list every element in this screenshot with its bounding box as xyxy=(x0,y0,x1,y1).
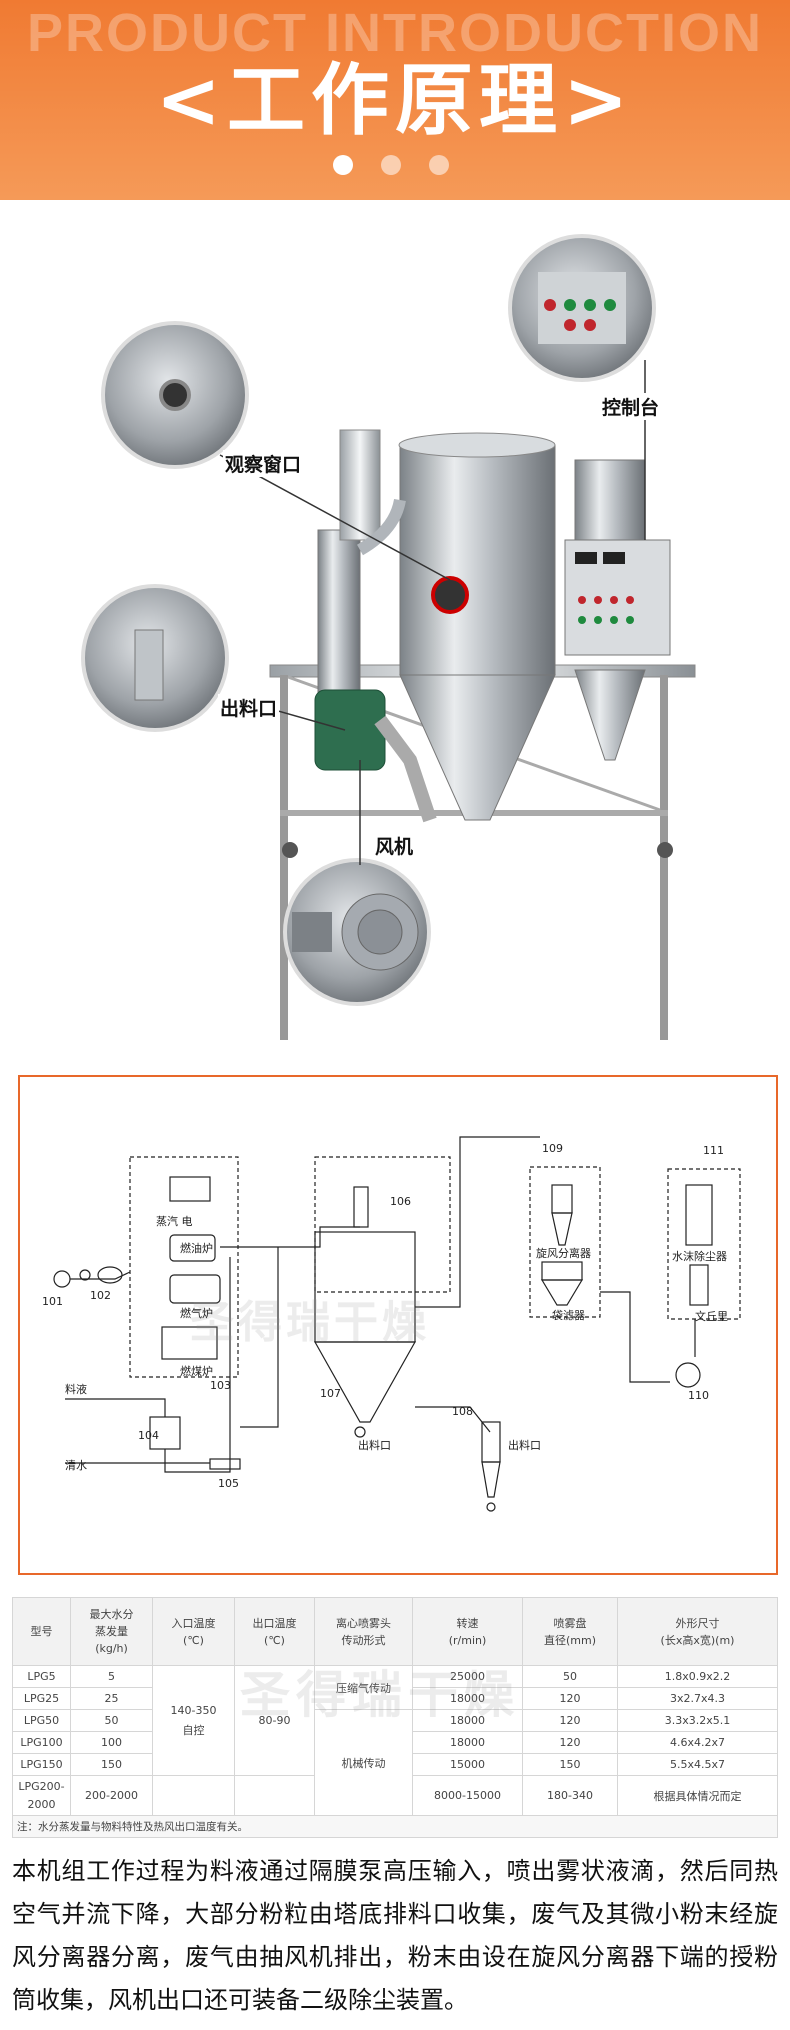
label-fan: 风机 xyxy=(373,832,416,859)
th-model: 型号 xyxy=(12,1597,71,1666)
cell-speed: 15000 xyxy=(412,1753,523,1776)
num-109: 109 xyxy=(542,1142,563,1155)
num-107: 107 xyxy=(320,1387,341,1400)
spray-dryer-drawing xyxy=(81,234,696,1040)
label-observation-window: 观察窗口 xyxy=(223,450,304,477)
cell-evap: 150 xyxy=(70,1753,153,1776)
cell-size: 3x2.7x4.3 xyxy=(617,1687,778,1710)
cell-model: LPG150 xyxy=(12,1753,71,1776)
label-cyclone: 旋风分离器 xyxy=(536,1246,591,1260)
th-evap: 最大水分 蒸发量 (kg/h) xyxy=(70,1597,153,1666)
table-row: LPG200- 2000 200-2000 8000-15000 180-340… xyxy=(12,1775,778,1816)
cell-speed: 18000 xyxy=(412,1731,523,1754)
label-coal-furnace: 燃煤炉 xyxy=(180,1364,213,1378)
label-oil-furnace: 燃油炉 xyxy=(180,1241,213,1255)
num-104: 104 xyxy=(138,1429,159,1442)
num-106: 106 xyxy=(390,1195,411,1208)
label-gas-furnace: 燃气炉 xyxy=(180,1306,213,1320)
num-108: 108 xyxy=(452,1405,473,1418)
label-venturi: 文丘里 xyxy=(695,1309,728,1323)
cell-evap: 100 xyxy=(70,1731,153,1754)
cell-speed: 8000-15000 xyxy=(412,1775,523,1816)
cell-evap: 50 xyxy=(70,1709,153,1732)
header-banner: PRODUCT INTRODUCTION <工作原理> xyxy=(0,0,790,200)
label-outlet-1: 出料口 xyxy=(358,1438,391,1452)
cell-drive-mech: 机械传动 xyxy=(314,1709,413,1816)
cell-size: 3.3x3.2x5.1 xyxy=(617,1709,778,1732)
cell-size: 5.5x4.5x7 xyxy=(617,1753,778,1776)
diagram-watermark: 圣得瑞干燥 xyxy=(190,1297,430,1348)
cell-size: 4.6x4.2x7 xyxy=(617,1731,778,1754)
cell-disc: 120 xyxy=(522,1687,618,1710)
cell-size: 根据具体情况而定 xyxy=(617,1775,778,1816)
cell-evap: 25 xyxy=(70,1687,153,1710)
num-101: 101 xyxy=(42,1295,63,1308)
spec-table: 型号 最大水分 蒸发量 (kg/h) 入口温度 (℃) 出口温度 (℃) 离心喷… xyxy=(12,1597,778,1838)
diagram-labels: 圣得瑞干燥 101 102 103 104 105 106 107 108 10… xyxy=(42,1142,728,1490)
dot xyxy=(381,155,401,175)
cell-disc: 120 xyxy=(522,1709,618,1732)
table-note-row: 注：水分蒸发量与物料特性及热风出口温度有关。 xyxy=(12,1815,778,1838)
num-103: 103 xyxy=(210,1379,231,1392)
label-bag-filter: 袋滤器 xyxy=(552,1308,585,1322)
label-outlet-2: 出料口 xyxy=(508,1438,541,1452)
cell-inlet-temp: 140-350 自控 xyxy=(152,1665,235,1776)
carousel-dots xyxy=(333,155,449,175)
cell-size: 1.8x0.9x2.2 xyxy=(617,1665,778,1688)
th-inlet: 入口温度 (℃) xyxy=(152,1597,235,1666)
cell-evap: 5 xyxy=(70,1665,153,1688)
cell-disc: 150 xyxy=(522,1753,618,1776)
cell-model: LPG25 xyxy=(12,1687,71,1710)
table-note: 注：水分蒸发量与物料特性及热风出口温度有关。 xyxy=(12,1815,778,1838)
table-row: LPG25 25 18000 120 3x2.7x4.3 xyxy=(12,1687,778,1710)
label-water: 清水 xyxy=(65,1459,87,1472)
cell-disc: 120 xyxy=(522,1731,618,1754)
cell-model: LPG5 xyxy=(12,1665,71,1688)
th-size: 外形尺寸 (长x高x宽)(m) xyxy=(617,1597,778,1666)
cell-drive-air: 压缩气传动 xyxy=(314,1665,413,1710)
table-header-row: 型号 最大水分 蒸发量 (kg/h) 入口温度 (℃) 出口温度 (℃) 离心喷… xyxy=(12,1597,778,1666)
section-title: <工作原理> xyxy=(155,56,635,146)
cell-model: LPG200- 2000 xyxy=(12,1775,71,1816)
table-row: LPG150 150 15000 150 5.5x4.5x7 xyxy=(12,1753,778,1776)
num-105: 105 xyxy=(218,1477,239,1490)
cell-model: LPG100 xyxy=(12,1731,71,1754)
label-outlet: 出料口 xyxy=(218,694,280,721)
cell-disc: 50 xyxy=(522,1665,618,1688)
table-row: LPG5 5 140-350 自控 80-90 压缩气传动 25000 50 1… xyxy=(12,1665,778,1776)
process-flow-diagram: 圣得瑞干燥 101 102 103 104 105 106 107 108 10… xyxy=(18,1075,778,1575)
cell-evap: 200-2000 xyxy=(70,1775,153,1816)
label-control-panel: 控制台 xyxy=(600,393,662,420)
label-feed: 料液 xyxy=(65,1382,87,1396)
cell-model: LPG50 xyxy=(12,1709,71,1732)
label-steam-elec: 蒸汽 电 xyxy=(156,1214,193,1228)
th-speed: 转速 (r/min) xyxy=(412,1597,523,1666)
num-102: 102 xyxy=(90,1289,111,1302)
table-row: LPG100 100 18000 120 4.6x4.2x7 xyxy=(12,1731,778,1754)
num-110: 110 xyxy=(688,1389,709,1402)
cell-outlet-temp: 80-90 xyxy=(234,1665,315,1776)
working-principle-description: 本机组工作过程为料液通过隔膜泵高压输入，喷出雾状液滴，然后同热空气并流下降，大部… xyxy=(12,1857,778,2014)
dot-active xyxy=(333,155,353,175)
th-disc: 喷雾盘 直径(mm) xyxy=(522,1597,618,1666)
th-outlet: 出口温度 (℃) xyxy=(234,1597,315,1666)
banner-ghost-text: PRODUCT INTRODUCTION xyxy=(27,3,763,63)
num-111: 111 xyxy=(703,1144,724,1157)
cell-disc: 180-340 xyxy=(522,1775,618,1816)
dot xyxy=(429,155,449,175)
table-watermark: 圣得瑞干燥 xyxy=(240,1666,520,1724)
machine-illustration: 观察窗口 控制台 出料口 风机 xyxy=(0,200,790,1040)
label-water-dust: 水沫除尘器 xyxy=(672,1249,727,1263)
